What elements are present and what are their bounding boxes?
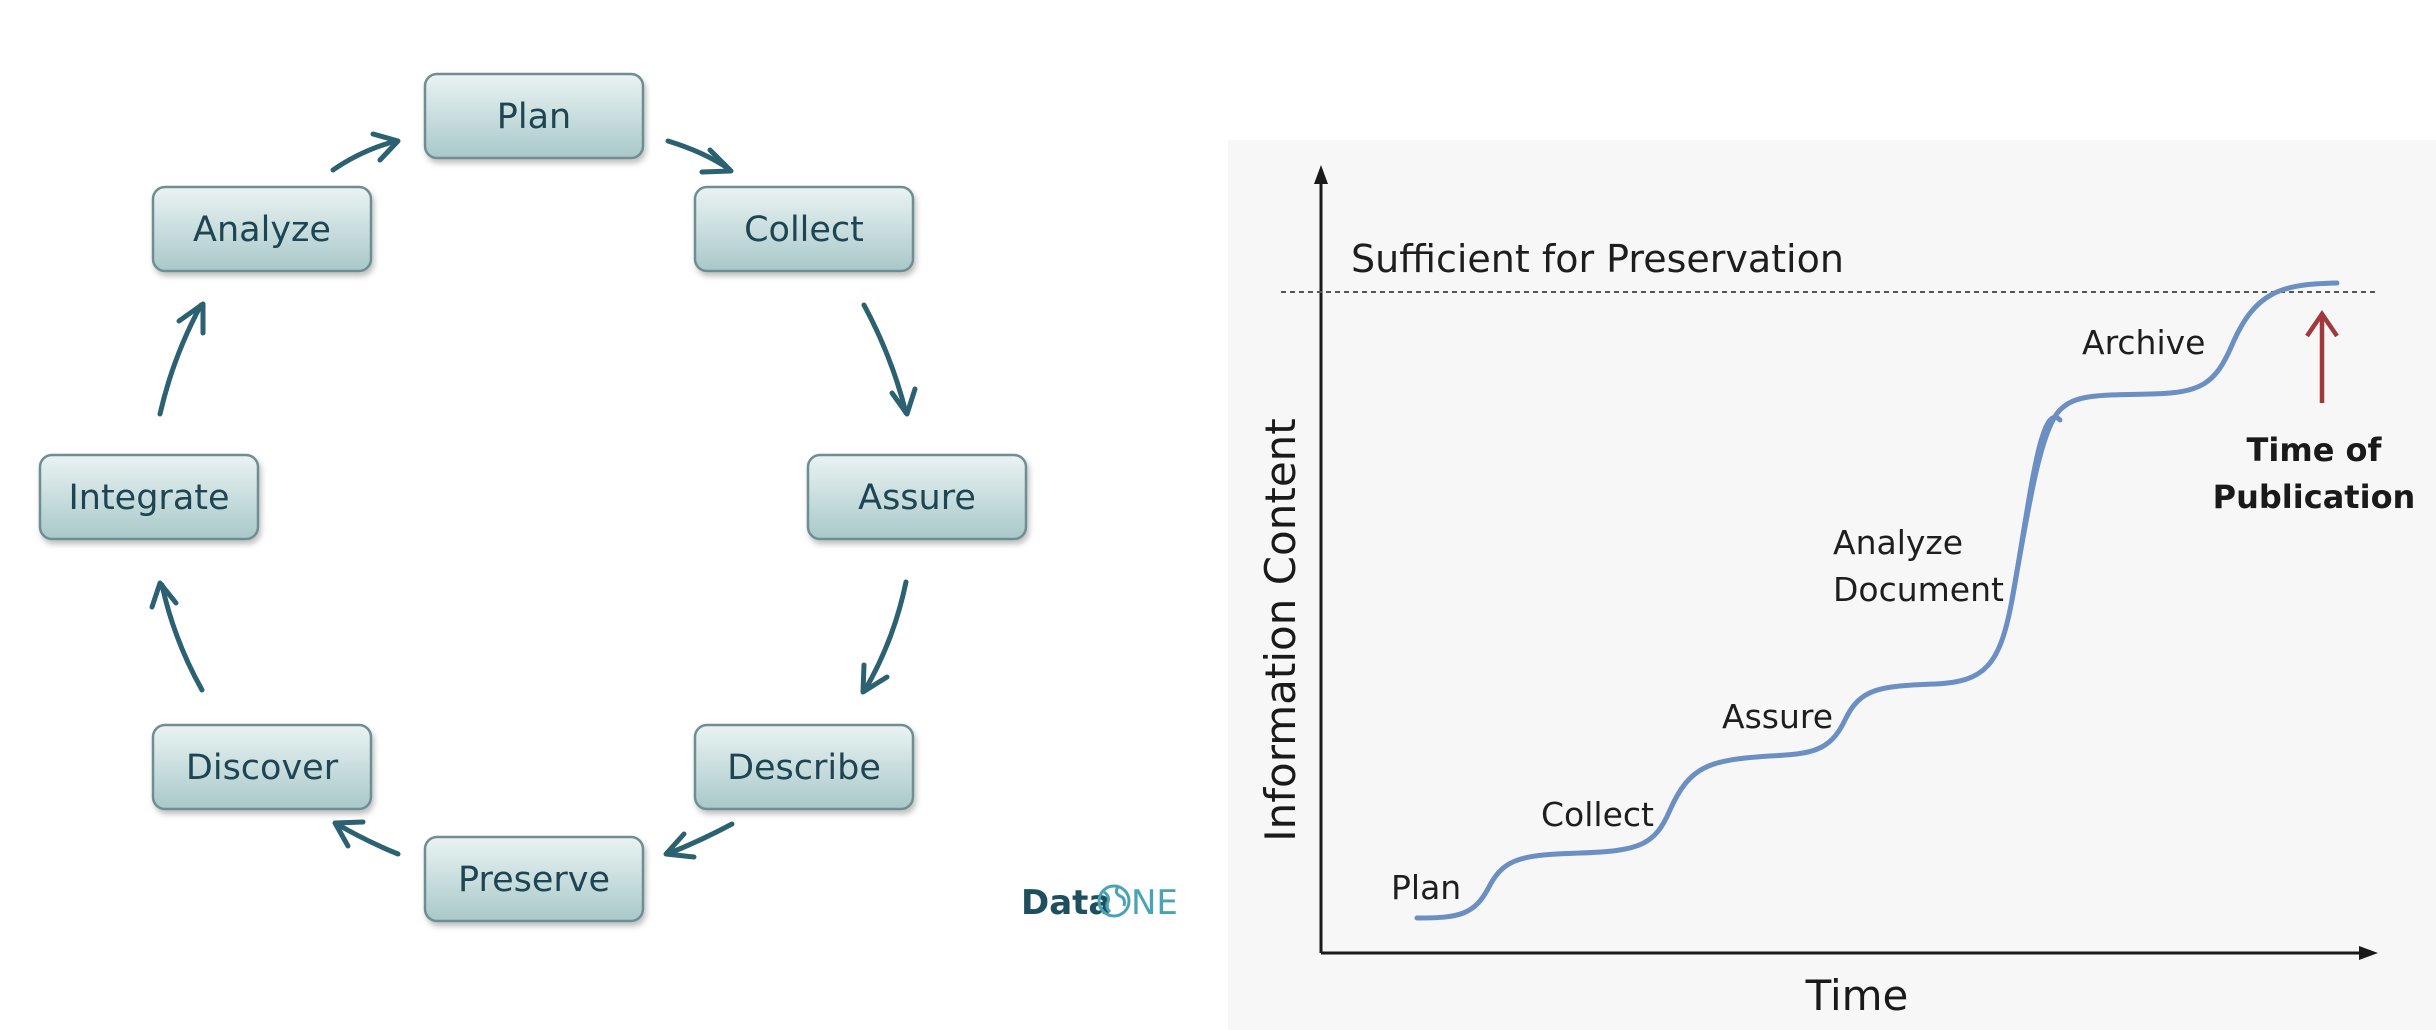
stage-preserve-label: Preserve	[458, 860, 610, 900]
publication-arrow	[2305, 310, 2339, 403]
stage-integrate-label: Integrate	[68, 478, 229, 518]
step-label-analyze: Analyze	[1833, 523, 1963, 562]
step-label-assure: Assure	[1722, 697, 1833, 736]
lifecycle-diagram: Plan Collect Assure Describe Preserve Di…	[38, 72, 1178, 923]
step-label-collect: Collect	[1541, 795, 1654, 834]
publication-label-line1: Time of	[2247, 431, 2383, 469]
x-axis-arrowhead	[2359, 946, 2378, 960]
x-axis-title: Time	[1805, 971, 1909, 1020]
stage-plan	[423, 72, 645, 160]
step-label-archive: Archive	[2082, 323, 2205, 362]
stage-preserve	[423, 835, 645, 923]
stage-analyze	[151, 185, 373, 273]
logo-text-data: Data	[1021, 883, 1111, 923]
logo-text-ne: NE	[1131, 883, 1178, 923]
arrow-assure-to-describe	[860, 579, 909, 695]
stage-collect	[693, 185, 915, 273]
arrow-preserve-to-discover	[332, 819, 401, 857]
stage-analyze-label: Analyze	[193, 210, 331, 250]
chart-background	[1228, 140, 2436, 1030]
stage-describe-label: Describe	[727, 748, 881, 788]
stage-describe	[693, 723, 915, 811]
stage-plan-label: Plan	[497, 97, 571, 137]
threshold-label: Sufficient for Preservation	[1351, 237, 1844, 281]
stage-discover	[151, 723, 373, 811]
stage-discover-label: Discover	[186, 748, 339, 788]
publication-label-line2: Publication	[2213, 478, 2416, 516]
y-axis-title: Information Content	[1256, 418, 1305, 842]
arrow-analyze-to-plan	[330, 131, 401, 173]
arrow-plan-to-collect	[665, 138, 734, 175]
arrow-integrate-to-analyze	[157, 301, 206, 417]
information-curve-upper	[2009, 280, 2340, 603]
step-label-document: Document	[1833, 570, 2004, 609]
y-axis-arrowhead	[1314, 165, 1328, 184]
stage-integrate	[38, 453, 260, 541]
stage-assure-label: Assure	[858, 478, 976, 518]
arrow-discover-to-integrate	[149, 580, 205, 693]
globe-icon	[1097, 884, 1131, 918]
dataone-logo: Data NE	[1021, 883, 1178, 923]
arrow-describe-to-preserve	[663, 821, 735, 860]
stage-collect-label: Collect	[744, 210, 864, 250]
step-label-plan: Plan	[1391, 868, 1461, 907]
stage-assure	[806, 453, 1028, 541]
arrow-collect-to-assure	[861, 302, 918, 417]
growth-chart: Sufficient for Preservation Plan Collect…	[1228, 140, 2436, 1030]
